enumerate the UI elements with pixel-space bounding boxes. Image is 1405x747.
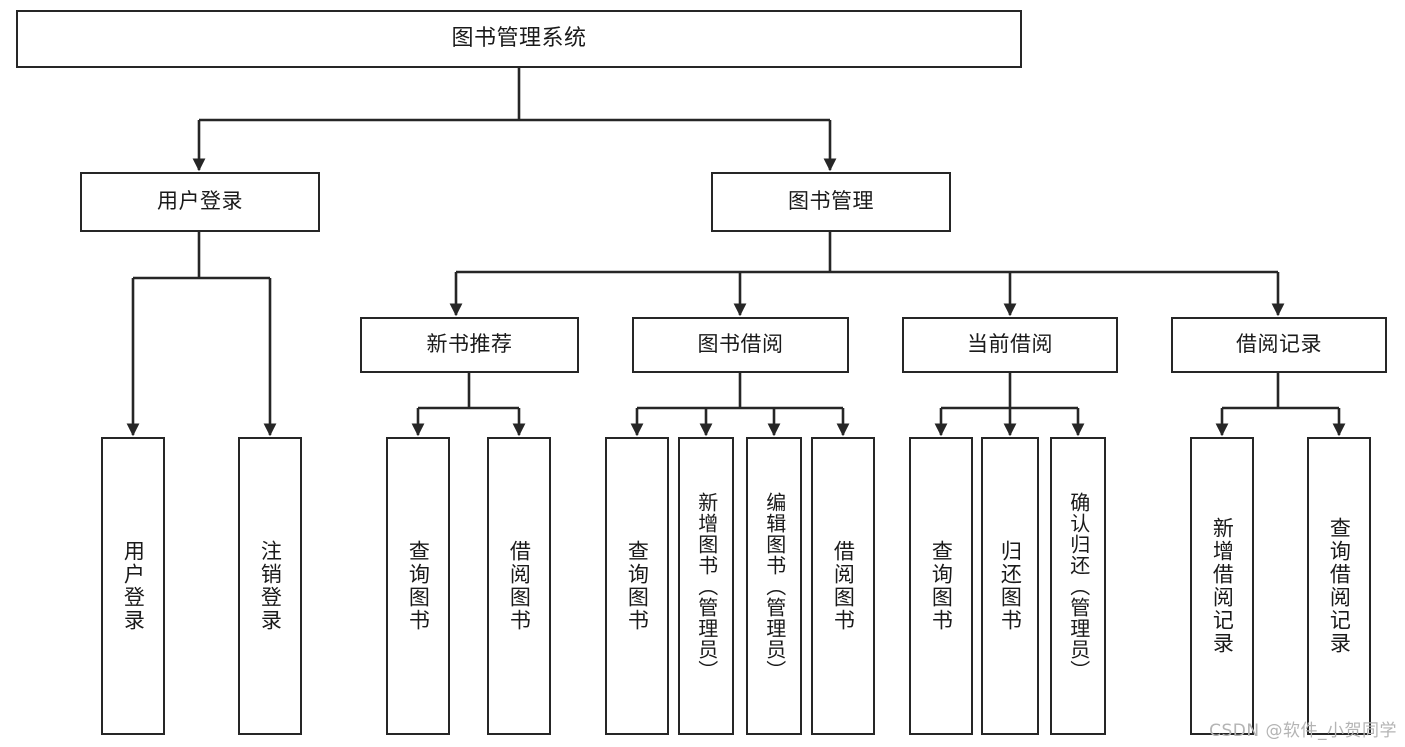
node-label: 新书推荐	[426, 332, 513, 357]
node-label: 借阅图书	[831, 540, 856, 632]
node-new-book-recommendation[interactable]: 新书推荐	[360, 317, 579, 373]
node-leaf-add-book-admin[interactable]: 新增图书（管理员）	[678, 437, 734, 735]
node-label: 确认归还（管理员）	[1066, 491, 1091, 681]
node-leaf-query-book-current[interactable]: 查询图书	[909, 437, 973, 735]
node-leaf-borrow-book-recommend[interactable]: 借阅图书	[487, 437, 551, 735]
node-current-borrowing[interactable]: 当前借阅	[902, 317, 1118, 373]
node-leaf-user-login[interactable]: 用户登录	[101, 437, 165, 735]
node-root-book-management-system[interactable]: 图书管理系统	[16, 10, 1022, 68]
node-label: 查询图书	[406, 540, 431, 632]
node-label: 用户登录	[157, 189, 243, 214]
node-label: 用户登录	[121, 540, 146, 632]
node-leaf-add-borrow-record[interactable]: 新增借阅记录	[1190, 437, 1254, 735]
node-leaf-confirm-return-admin[interactable]: 确认归还（管理员）	[1050, 437, 1106, 735]
node-label: 借阅图书	[507, 540, 532, 632]
node-user-login[interactable]: 用户登录	[80, 172, 320, 232]
node-leaf-return-book[interactable]: 归还图书	[981, 437, 1039, 735]
node-label: 新增借阅记录	[1210, 517, 1235, 655]
node-leaf-query-book-recommend[interactable]: 查询图书	[386, 437, 450, 735]
node-leaf-borrow-book[interactable]: 借阅图书	[811, 437, 875, 735]
node-label: 查询借阅记录	[1327, 517, 1352, 655]
node-borrowing-records[interactable]: 借阅记录	[1171, 317, 1387, 373]
node-label: 当前借阅	[967, 332, 1053, 357]
node-label: 查询图书	[625, 540, 650, 632]
node-label: 编辑图书（管理员）	[762, 491, 787, 681]
node-label: 新增图书（管理员）	[694, 491, 719, 681]
node-book-management[interactable]: 图书管理	[711, 172, 951, 232]
node-label: 借阅记录	[1236, 332, 1322, 357]
node-leaf-logout[interactable]: 注销登录	[238, 437, 302, 735]
node-leaf-query-borrow-record[interactable]: 查询借阅记录	[1307, 437, 1371, 735]
node-label: 图书借阅	[697, 332, 784, 357]
node-label: 图书管理	[788, 189, 874, 214]
node-label: 归还图书	[998, 540, 1023, 632]
node-leaf-query-book-borrow[interactable]: 查询图书	[605, 437, 669, 735]
node-label: 图书管理系统	[451, 25, 587, 51]
csdn-watermark: CSDN @软件_小贺同学	[1209, 721, 1397, 741]
node-book-borrowing[interactable]: 图书借阅	[632, 317, 849, 373]
node-label: 注销登录	[258, 540, 283, 632]
node-label: 查询图书	[929, 540, 954, 632]
node-leaf-edit-book-admin[interactable]: 编辑图书（管理员）	[746, 437, 802, 735]
